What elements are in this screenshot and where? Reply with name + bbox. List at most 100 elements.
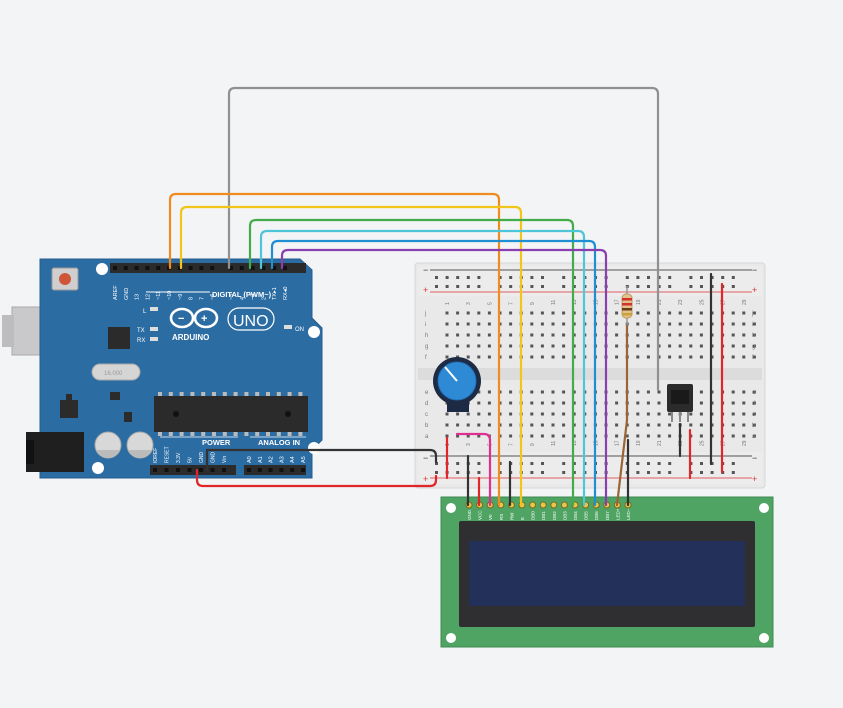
header-pin[interactable] (153, 468, 157, 472)
breadboard-hole[interactable] (456, 462, 460, 465)
breadboard-hole[interactable] (636, 390, 640, 394)
breadboard-hole[interactable] (551, 390, 555, 394)
breadboard-hole[interactable] (540, 333, 544, 337)
breadboard-hole[interactable] (466, 423, 470, 427)
breadboard-hole[interactable] (562, 471, 566, 474)
breadboard-hole[interactable] (487, 355, 491, 359)
breadboard-hole[interactable] (668, 344, 672, 348)
breadboard-hole[interactable] (445, 311, 449, 315)
breadboard-hole[interactable] (456, 285, 460, 288)
breadboard-hole[interactable] (509, 344, 513, 348)
breadboard-hole[interactable] (752, 423, 756, 427)
breadboard-hole[interactable] (668, 412, 672, 416)
breadboard-hole[interactable] (530, 285, 534, 288)
header-pin[interactable] (210, 468, 215, 472)
breadboard-hole[interactable] (572, 355, 576, 359)
breadboard-hole[interactable] (477, 285, 481, 288)
breadboard-hole[interactable] (615, 344, 619, 348)
breadboard-hole[interactable] (435, 276, 438, 279)
breadboard-hole[interactable] (731, 322, 735, 326)
breadboard-hole[interactable] (551, 412, 555, 416)
breadboard-hole[interactable] (477, 276, 481, 279)
header-pin[interactable] (177, 266, 182, 270)
breadboard[interactable]: − + − + − + − + 113355779911111313151517… (414, 262, 766, 489)
breadboard-hole[interactable] (636, 471, 640, 474)
breadboard-hole[interactable] (636, 434, 640, 438)
breadboard-hole[interactable] (646, 412, 650, 416)
header-pin[interactable] (283, 266, 287, 270)
breadboard-hole[interactable] (551, 322, 555, 326)
lcd-pin[interactable] (539, 501, 547, 509)
breadboard-hole[interactable] (678, 322, 682, 326)
breadboard-hole[interactable] (721, 276, 725, 279)
breadboard-hole[interactable] (731, 471, 735, 474)
breadboard-hole[interactable] (551, 434, 555, 438)
breadboard-hole[interactable] (456, 333, 460, 337)
breadboard-hole[interactable] (456, 423, 460, 427)
breadboard-hole[interactable] (699, 311, 703, 315)
breadboard-hole[interactable] (742, 401, 746, 405)
breadboard-hole[interactable] (742, 333, 746, 337)
breadboard-hole[interactable] (710, 471, 714, 474)
breadboard-hole[interactable] (562, 423, 566, 427)
breadboard-hole[interactable] (541, 462, 544, 465)
breadboard-hole[interactable] (562, 322, 566, 326)
breadboard-hole[interactable] (678, 311, 682, 315)
breadboard-hole[interactable] (700, 276, 703, 279)
breadboard-hole[interactable] (509, 390, 513, 394)
breadboard-hole[interactable] (657, 412, 661, 416)
digital-header[interactable] (110, 263, 306, 273)
breadboard-hole[interactable] (668, 276, 672, 279)
header-pin[interactable] (176, 468, 180, 472)
breadboard-hole[interactable] (477, 423, 481, 427)
breadboard-hole[interactable] (689, 322, 693, 326)
header-pin[interactable] (164, 468, 169, 472)
lcd-pin[interactable] (550, 501, 558, 509)
breadboard-hole[interactable] (689, 311, 693, 315)
breadboard-hole[interactable] (615, 322, 619, 326)
power-header[interactable] (150, 465, 236, 475)
breadboard-hole[interactable] (752, 434, 756, 438)
breadboard-hole[interactable] (562, 276, 566, 279)
breadboard-hole[interactable] (731, 401, 735, 405)
breadboard-hole[interactable] (540, 322, 544, 326)
breadboard-hole[interactable] (530, 462, 534, 465)
breadboard-hole[interactable] (731, 462, 735, 465)
breadboard-hole[interactable] (445, 285, 449, 288)
wire-yellow[interactable] (179, 205, 523, 507)
breadboard-hole[interactable] (477, 462, 481, 465)
breadboard-hole[interactable] (615, 412, 619, 416)
breadboard-hole[interactable] (456, 276, 460, 279)
breadboard-hole[interactable] (551, 344, 555, 348)
header-pin[interactable] (250, 266, 255, 270)
breadboard-hole[interactable] (509, 276, 513, 279)
breadboard-hole[interactable] (540, 412, 544, 416)
lcd-pin[interactable] (529, 501, 537, 509)
breadboard-hole[interactable] (646, 311, 650, 315)
breadboard-hole[interactable] (678, 355, 682, 359)
breadboard-hole[interactable] (509, 434, 513, 438)
breadboard-hole[interactable] (456, 311, 460, 315)
breadboard-hole[interactable] (646, 401, 650, 405)
breadboard-hole[interactable] (752, 333, 756, 337)
header-pin[interactable] (123, 266, 128, 270)
breadboard-hole[interactable] (445, 276, 449, 279)
header-pin[interactable] (268, 468, 273, 472)
breadboard-hole[interactable] (668, 333, 672, 337)
breadboard-hole[interactable] (647, 471, 650, 474)
breadboard-hole[interactable] (699, 434, 703, 438)
breadboard-hole[interactable] (562, 401, 566, 405)
header-pin[interactable] (272, 266, 277, 270)
breadboard-hole[interactable] (530, 423, 534, 427)
breadboard-hole[interactable] (530, 311, 534, 315)
breadboard-hole[interactable] (487, 311, 491, 315)
breadboard-hole[interactable] (742, 412, 746, 416)
breadboard-hole[interactable] (562, 355, 566, 359)
breadboard-hole[interactable] (562, 311, 566, 315)
breadboard-hole[interactable] (668, 434, 672, 438)
breadboard-hole[interactable] (477, 434, 481, 438)
breadboard-hole[interactable] (668, 311, 672, 315)
header-pin[interactable] (239, 266, 244, 270)
breadboard-hole[interactable] (466, 322, 470, 326)
wire-green[interactable] (248, 218, 575, 507)
